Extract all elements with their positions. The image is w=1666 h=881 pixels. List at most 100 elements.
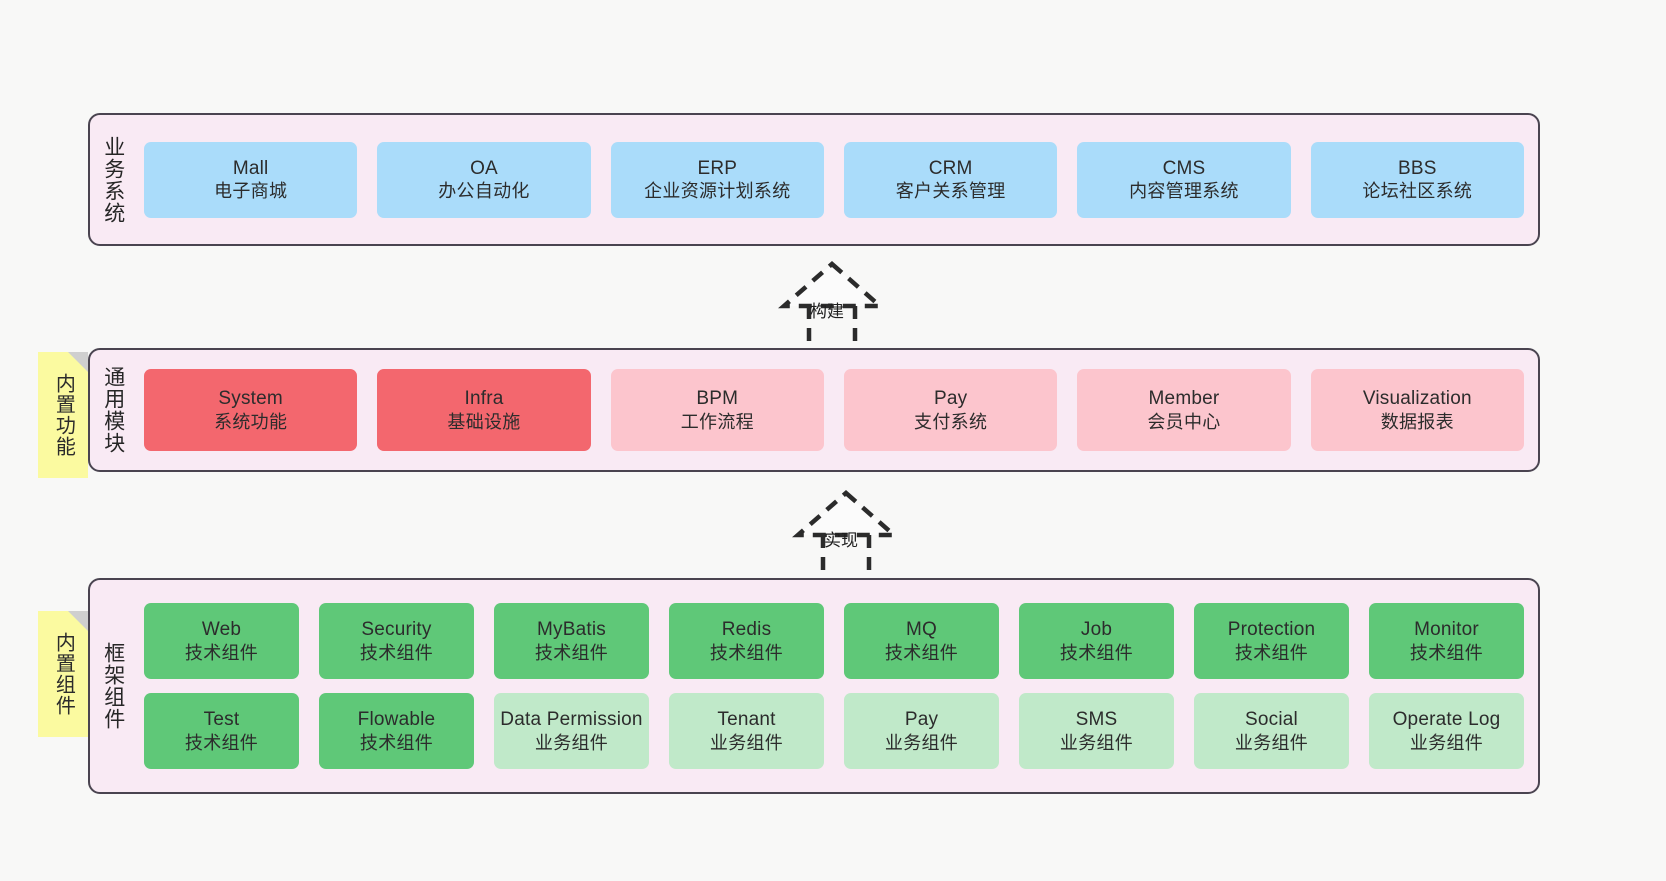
- framework-components-row-business: Test 技术组件 Flowable 技术组件 Data Permission …: [144, 693, 1524, 769]
- node-test[interactable]: Test 技术组件: [144, 693, 299, 769]
- node-sms-title: SMS: [1075, 709, 1118, 731]
- connector-implement-label: 实现: [824, 531, 858, 550]
- node-oa-title: OA: [470, 157, 498, 179]
- node-mall-title: Mall: [232, 157, 269, 179]
- node-mybatis-subtitle: 技术组件: [534, 642, 609, 663]
- common-modules-row: System 系统功能 Infra 基础设施 BPM 工作流程 Pay 支付系统…: [144, 369, 1524, 451]
- node-operate-log[interactable]: Operate Log 业务组件: [1369, 693, 1524, 769]
- node-pay-module-title: Pay: [933, 388, 968, 410]
- node-system[interactable]: System 系统功能: [144, 369, 358, 451]
- node-system-subtitle: 系统功能: [214, 411, 288, 432]
- layer-common-modules: 通用模块 System 系统功能 Infra 基础设施 BPM 工作流程 Pay: [88, 348, 1540, 472]
- node-member-subtitle: 会员中心: [1147, 411, 1221, 432]
- node-data-permission[interactable]: Data Permission 业务组件: [494, 693, 649, 769]
- node-social[interactable]: Social 业务组件: [1194, 693, 1349, 769]
- note-builtin-components: 内置组件: [38, 611, 88, 737]
- node-mall[interactable]: Mall 电子商城: [144, 141, 358, 218]
- connector-build-label: 构建: [810, 302, 844, 321]
- node-infra-title: Infra: [464, 388, 504, 410]
- node-redis[interactable]: Redis 技术组件: [669, 603, 824, 679]
- node-cms-title: CMS: [1162, 157, 1206, 179]
- layer-business-systems-body: Mall 电子商城 OA 办公自动化 ERP 企业资源计划系统 CRM 客户关系…: [136, 115, 1538, 244]
- node-pay-component[interactable]: Pay 业务组件: [844, 693, 999, 769]
- note-builtin-features-label: 内置功能: [52, 373, 75, 457]
- node-security-title: Security: [361, 619, 432, 641]
- layer-framework-components-body: Web 技术组件 Security 技术组件 MyBatis 技术组件 Redi…: [136, 580, 1538, 792]
- node-bbs[interactable]: BBS 论坛社区系统: [1310, 141, 1524, 218]
- node-web-title: Web: [201, 619, 242, 641]
- node-security-subtitle: 技术组件: [359, 642, 434, 663]
- layer-common-modules-body: System 系统功能 Infra 基础设施 BPM 工作流程 Pay 支付系统…: [136, 350, 1538, 470]
- node-flowable-title: Flowable: [357, 709, 436, 731]
- node-mq[interactable]: MQ 技术组件: [844, 603, 999, 679]
- node-job-title: Job: [1080, 619, 1113, 641]
- node-visualization[interactable]: Visualization 数据报表: [1310, 369, 1524, 451]
- node-tenant-subtitle: 业务组件: [709, 732, 784, 753]
- node-operate-log-subtitle: 业务组件: [1409, 732, 1484, 753]
- node-pay-component-title: Pay: [904, 709, 939, 731]
- node-visualization-title: Visualization: [1362, 388, 1472, 410]
- node-monitor-title: Monitor: [1414, 619, 1479, 641]
- node-mq-subtitle: 技术组件: [884, 642, 959, 663]
- node-web[interactable]: Web 技术组件: [144, 603, 299, 679]
- node-infra-subtitle: 基础设施: [447, 411, 521, 432]
- node-mq-title: MQ: [905, 619, 937, 641]
- node-oa[interactable]: OA 办公自动化: [377, 141, 591, 218]
- note-fold-corner-icon: [68, 352, 88, 372]
- node-flowable[interactable]: Flowable 技术组件: [319, 693, 474, 769]
- note-fold-corner-icon: [68, 611, 88, 631]
- node-job[interactable]: Job 技术组件: [1019, 603, 1174, 679]
- node-web-subtitle: 技术组件: [184, 642, 259, 663]
- node-protection[interactable]: Protection 技术组件: [1194, 603, 1349, 679]
- node-social-subtitle: 业务组件: [1234, 732, 1309, 753]
- note-builtin-features: 内置功能: [38, 352, 88, 478]
- node-infra[interactable]: Infra 基础设施: [377, 369, 591, 451]
- node-sms[interactable]: SMS 业务组件: [1019, 693, 1174, 769]
- node-visualization-subtitle: 数据报表: [1380, 411, 1454, 432]
- node-protection-subtitle: 技术组件: [1234, 642, 1309, 663]
- node-monitor-subtitle: 技术组件: [1409, 642, 1484, 663]
- node-bbs-title: BBS: [1397, 157, 1437, 179]
- node-monitor[interactable]: Monitor 技术组件: [1369, 603, 1524, 679]
- node-job-subtitle: 技术组件: [1059, 642, 1134, 663]
- node-crm[interactable]: CRM 客户关系管理: [843, 141, 1058, 218]
- realization-arrow-icon: [792, 490, 900, 575]
- node-cms[interactable]: CMS 内容管理系统: [1077, 141, 1291, 218]
- node-protection-title: Protection: [1227, 619, 1316, 641]
- node-member[interactable]: Member 会员中心: [1077, 369, 1291, 451]
- node-crm-title: CRM: [928, 157, 973, 179]
- node-crm-subtitle: 客户关系管理: [895, 181, 1006, 202]
- node-bpm[interactable]: BPM 工作流程: [610, 369, 824, 451]
- node-tenant[interactable]: Tenant 业务组件: [669, 693, 824, 769]
- node-erp[interactable]: ERP 企业资源计划系统: [610, 141, 824, 218]
- node-mybatis-title: MyBatis: [537, 619, 606, 641]
- node-erp-subtitle: 企业资源计划系统: [644, 181, 791, 202]
- node-system-title: System: [218, 388, 283, 410]
- node-pay-component-subtitle: 业务组件: [884, 732, 959, 753]
- node-erp-title: ERP: [697, 157, 738, 179]
- note-builtin-components-label: 内置组件: [52, 632, 75, 716]
- layer-framework-components: 框架组件 Web 技术组件 Security 技术组件 MyBatis 技术组件…: [88, 578, 1540, 794]
- node-redis-subtitle: 技术组件: [709, 642, 784, 663]
- node-tenant-title: Tenant: [717, 709, 776, 731]
- node-bpm-subtitle: 工作流程: [680, 411, 754, 432]
- layer-business-systems: 业务系统 Mall 电子商城 OA 办公自动化 ERP 企业资源计划系统 CRM: [88, 113, 1540, 246]
- node-bpm-title: BPM: [696, 388, 739, 410]
- layer-framework-components-caption: 框架组件: [101, 642, 125, 730]
- layer-common-modules-caption: 通用模块: [101, 366, 125, 454]
- node-social-title: Social: [1245, 709, 1298, 731]
- node-pay-module-subtitle: 支付系统: [914, 411, 988, 432]
- node-security[interactable]: Security 技术组件: [319, 603, 474, 679]
- business-systems-row: Mall 电子商城 OA 办公自动化 ERP 企业资源计划系统 CRM 客户关系…: [144, 141, 1524, 218]
- node-redis-title: Redis: [721, 619, 772, 641]
- node-data-permission-subtitle: 业务组件: [534, 732, 609, 753]
- node-test-subtitle: 技术组件: [184, 732, 259, 753]
- connector-implement: 实现: [766, 487, 926, 575]
- node-test-title: Test: [203, 709, 240, 731]
- realization-arrow-icon: [778, 261, 886, 344]
- node-flowable-subtitle: 技术组件: [359, 732, 434, 753]
- node-pay-module[interactable]: Pay 支付系统: [843, 369, 1058, 451]
- node-mybatis[interactable]: MyBatis 技术组件: [494, 603, 649, 679]
- framework-components-row-tech: Web 技术组件 Security 技术组件 MyBatis 技术组件 Redi…: [144, 603, 1524, 679]
